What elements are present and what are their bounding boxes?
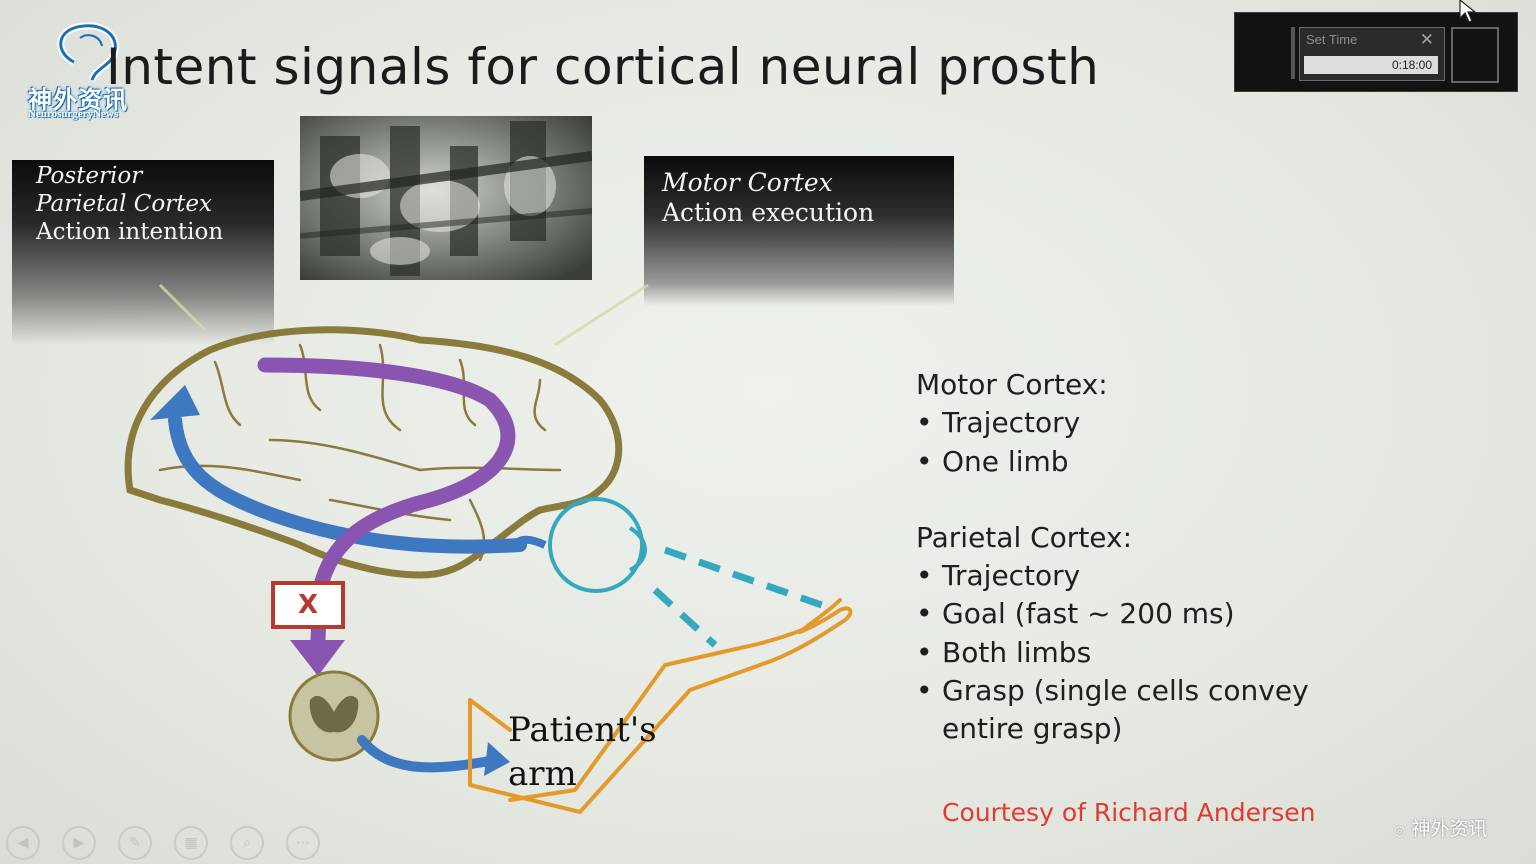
timer-value[interactable]: 0:18:00 (1304, 56, 1438, 74)
parietal-item-goal: Goal (fast ~ 200 ms) (916, 595, 1309, 634)
courtesy-credit: Courtesy of Richard Andersen (942, 798, 1316, 827)
pen-icon[interactable]: ✎ (118, 826, 152, 860)
ppc-callout-ray (158, 283, 207, 332)
parietal-item-trajectory: Trajectory (916, 557, 1309, 596)
block-marker (271, 581, 345, 629)
mc-callout-ray (554, 283, 649, 347)
parietal-item-grasp-continued: entire grasp) (942, 712, 1123, 746)
channel-watermark: ◎ 神外资讯 (1394, 814, 1487, 841)
mouse-cursor-icon (1459, 0, 1477, 23)
gaze-line-lower (652, 587, 718, 648)
patient-arm-outline (468, 598, 853, 814)
motor-item-trajectory: Trajectory (916, 404, 1309, 443)
set-time-panel[interactable]: Set Time ✕ 0:18:00 (1299, 27, 1445, 81)
mc-line1: Motor Cortex (662, 168, 833, 197)
watermark-logo-icon: ◎ (1394, 824, 1406, 839)
mc-caption-box: Motor Cortex Action execution (644, 156, 954, 306)
logo-chinese-text: 神外资讯 (28, 85, 128, 114)
next-icon[interactable]: ▶ (62, 826, 96, 860)
previous-icon[interactable]: ◀ (6, 826, 40, 860)
parietal-cortex-heading: Parietal Cortex: (916, 520, 1133, 554)
mc-line2: Action execution (662, 198, 875, 227)
ppc-line1: Posterior (36, 163, 143, 189)
arm-label-line1: Patient's (508, 710, 657, 750)
logo-english-text: NeurosurgeryNews (28, 108, 119, 120)
parietal-item-both-limbs: Both limbs (916, 634, 1309, 673)
arm-label-line2: arm (508, 754, 577, 794)
close-icon[interactable]: ✕ (1419, 30, 1434, 50)
neurosurgerynews-logo: 神外资讯 NeurosurgeryNews (22, 22, 152, 120)
visual-pathway-arrow (168, 413, 527, 554)
parietal-item-grasp: Grasp (single cells convey (916, 672, 1309, 711)
ppc-caption-box: Posterior Parietal Cortex Action intenti… (12, 160, 274, 345)
motor-item-one-limb: One limb (916, 443, 1309, 482)
timer-frame (1451, 27, 1499, 83)
patient-arm-label: Patient's arm (508, 708, 657, 796)
gaze-line-upper (663, 546, 832, 612)
ppc-line3: Action intention (36, 219, 224, 245)
motor-pathway-arrow (257, 357, 516, 648)
eye-icon (548, 497, 647, 593)
spinal-output-arrowhead (484, 742, 510, 776)
brain-recording-photo (300, 116, 592, 280)
set-time-label: Set Time (1306, 32, 1358, 47)
watermark-text: 神外资讯 (1411, 818, 1488, 840)
presenter-timer-window[interactable]: Set Time ✕ 0:18:00 (1234, 12, 1518, 92)
slide-title: Intent signals for cortical neural prost… (106, 38, 1100, 96)
ppc-line2: Parietal Cortex (36, 191, 213, 217)
cortex-comparison-list: Motor Cortex: Trajectory One limb Pariet… (916, 366, 1309, 749)
list-spacer (916, 481, 1309, 519)
timer-divider (1291, 27, 1295, 79)
block-mark-label: X (297, 590, 319, 620)
spinal-cord-icon (288, 670, 380, 762)
zoom-icon[interactable]: ⌕ (230, 826, 264, 860)
motor-cortex-heading: Motor Cortex: (916, 368, 1108, 401)
slides-icon[interactable]: ▦ (174, 826, 208, 860)
spinal-output-arrow (357, 735, 500, 773)
more-icon[interactable]: ⋯ (286, 826, 320, 860)
visual-pathway-arrowhead (150, 385, 200, 420)
brain-logo-icon (57, 22, 119, 82)
motor-pathway-arrowhead (290, 640, 345, 676)
